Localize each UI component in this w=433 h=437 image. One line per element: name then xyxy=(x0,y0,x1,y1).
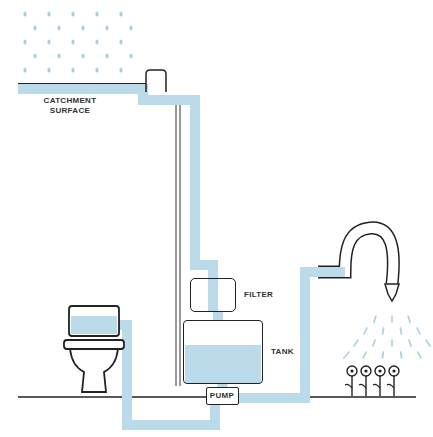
spray-stroke xyxy=(382,352,383,358)
rain-drop xyxy=(119,11,122,16)
faucet xyxy=(318,228,393,284)
rain-drop xyxy=(129,53,132,58)
rain-drop xyxy=(105,53,108,58)
spray xyxy=(344,316,433,358)
rain-drop xyxy=(95,39,98,44)
spray-stroke xyxy=(373,340,375,346)
gutter xyxy=(146,70,166,92)
garden-pipe xyxy=(236,272,330,398)
spray-stroke xyxy=(363,352,366,358)
spray-stroke xyxy=(391,340,393,346)
spray-stroke xyxy=(426,340,430,346)
rain-drop xyxy=(23,67,26,72)
rain-drop xyxy=(23,11,26,16)
rain-drop xyxy=(47,67,50,72)
rain-drop xyxy=(71,39,74,44)
part-label: TANK xyxy=(271,347,294,356)
box-label: PUMP xyxy=(210,391,234,400)
spray-stroke xyxy=(354,340,358,346)
rain-drop xyxy=(23,39,26,44)
filter-box: FILTER xyxy=(190,278,236,312)
rain-drop xyxy=(57,25,60,30)
pump-box: PUMP xyxy=(206,387,239,405)
part-label: FILTER xyxy=(244,290,273,299)
rain-drop xyxy=(119,67,122,72)
wall-line xyxy=(175,102,176,386)
filter-pipe xyxy=(208,278,218,312)
flower xyxy=(345,366,357,396)
rain-drop xyxy=(81,25,84,30)
rain-drop xyxy=(119,39,122,44)
rain-drop xyxy=(129,25,132,30)
rain-drop xyxy=(47,39,50,44)
toilet xyxy=(64,306,124,392)
rain-drop xyxy=(57,53,60,58)
flower xyxy=(387,366,399,396)
rain-drop xyxy=(95,67,98,72)
nozzle xyxy=(385,284,399,301)
rain-drops xyxy=(23,11,132,72)
rain-drop xyxy=(33,25,36,30)
flower xyxy=(359,366,371,396)
flower xyxy=(373,366,385,396)
flowers xyxy=(345,366,399,396)
tank-water xyxy=(185,345,261,383)
rain-drop xyxy=(71,67,74,72)
spray-stroke xyxy=(417,328,420,334)
rain-drop xyxy=(47,11,50,16)
spray-stroke xyxy=(409,340,411,346)
spray-stroke xyxy=(383,328,384,334)
spray-stroke xyxy=(408,316,410,322)
spray-stroke xyxy=(344,352,349,358)
spray-stroke xyxy=(391,316,393,322)
faucet xyxy=(318,228,393,284)
spray-stroke xyxy=(401,352,402,358)
part-label: CATCHMENT SURFACE xyxy=(30,96,110,115)
rain-drop xyxy=(81,53,84,58)
wall-line xyxy=(179,102,180,386)
toilet-pipe xyxy=(118,325,215,425)
water-pipe xyxy=(213,312,223,320)
spray-stroke xyxy=(400,328,401,334)
rain-drop xyxy=(71,11,74,16)
tank-box: TANK xyxy=(183,320,263,384)
rain-drop xyxy=(95,11,98,16)
rain-pipe xyxy=(18,89,213,281)
rain-drop xyxy=(33,53,36,58)
rain-drop xyxy=(105,25,108,30)
spray-stroke xyxy=(374,316,376,322)
spray-stroke xyxy=(364,328,367,334)
faucet-water xyxy=(318,267,345,277)
spray-stroke xyxy=(418,352,421,358)
